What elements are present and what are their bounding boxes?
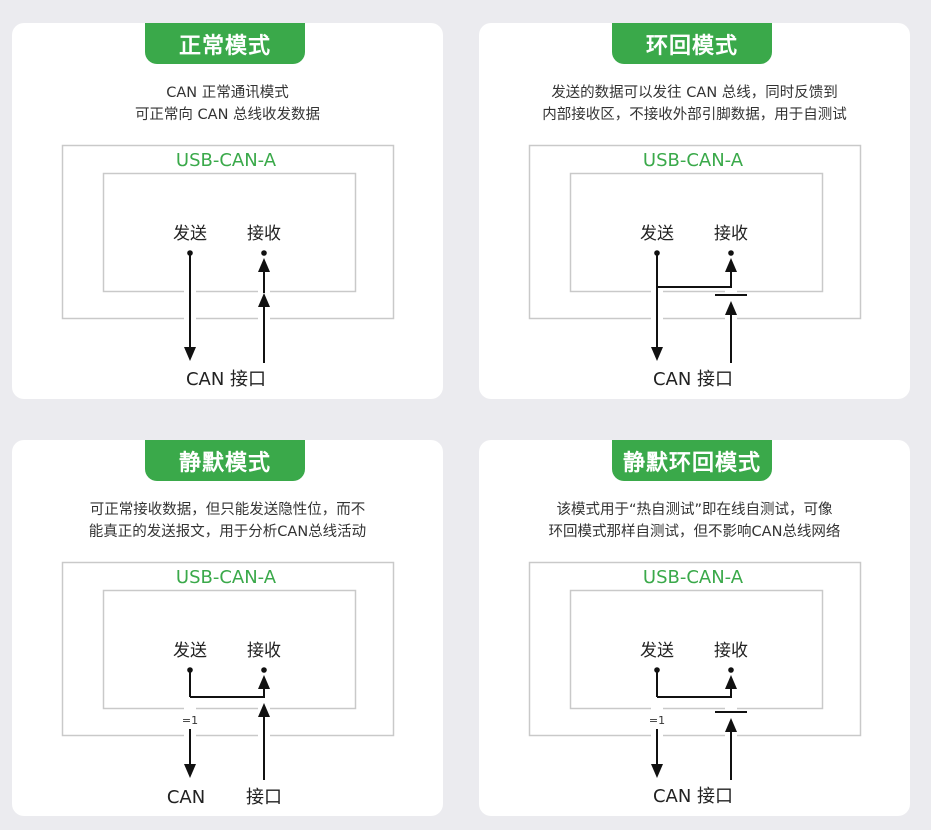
description-line: 该模式用于“热自测试”即在线自测试，可像 [556, 502, 833, 518]
mode-description: 发送的数据可以发往 CAN 总线，同时反馈到内部接收区，不接收外部引脚数据，用于… [479, 82, 910, 126]
receive-node [261, 250, 267, 256]
arrow-down-icon [184, 764, 196, 778]
device-outer-box [61, 144, 395, 320]
device-label: USB-CAN-A [643, 150, 744, 171]
mode-title-badge: 静默环回模式 [612, 440, 772, 481]
description-line: 可正常向 CAN 总线收发数据 [134, 107, 321, 123]
receive-node [728, 667, 734, 673]
receive-label: 接收 [247, 641, 281, 661]
device-inner-box [102, 589, 357, 710]
can-label: CAN [167, 787, 205, 808]
arrow-up-icon [725, 258, 737, 272]
arrow-up-icon [725, 301, 737, 315]
mode-title-badge: 正常模式 [145, 23, 305, 64]
device-inner-box [569, 172, 824, 293]
device-inner-box [102, 172, 357, 293]
device-label: USB-CAN-A [176, 567, 277, 588]
silent-mode-panel: 静默模式 可正常接收数据，但只能发送隐性位，而不能真正的发送报文，用于分析CAN… [12, 440, 443, 816]
arrow-up-icon [725, 718, 737, 732]
receive-node [728, 250, 734, 256]
mode-description: CAN 正常通讯模式可正常向 CAN 总线收发数据 [12, 82, 443, 126]
device-outer-box [61, 561, 395, 737]
arrow-up-icon [258, 703, 270, 717]
arrow-down-icon [651, 764, 663, 778]
loopback-mode-panel: 环回模式 发送的数据可以发往 CAN 总线，同时反馈到内部接收区，不接收外部引脚… [479, 23, 910, 399]
receive-node [261, 667, 267, 673]
arrow-up-icon [258, 258, 270, 272]
send-label: 发送 [173, 224, 207, 244]
can-interface-label: CAN 接口 [653, 786, 733, 807]
device-outer-box [528, 144, 862, 320]
arrow-up-icon [258, 675, 270, 689]
send-label: 发送 [173, 641, 207, 661]
arrow-down-icon [184, 347, 196, 361]
normal-mode-panel: 正常模式 CAN 正常通讯模式可正常向 CAN 总线收发数据 USB-CAN-A… [12, 23, 443, 399]
description-line: 能真正的发送报文，用于分析CAN总线活动 [88, 524, 367, 540]
recessive-gate-label: =1 [182, 714, 198, 727]
arrow-down-icon [651, 347, 663, 361]
receive-label: 接收 [714, 641, 748, 661]
mode-description: 可正常接收数据，但只能发送隐性位，而不能真正的发送报文，用于分析CAN总线活动 [12, 499, 443, 543]
device-outer-box [528, 561, 862, 737]
device-inner-box [569, 589, 824, 710]
description-line: 发送的数据可以发往 CAN 总线，同时反馈到 [551, 85, 838, 101]
mode-description: 该模式用于“热自测试”即在线自测试，可像环回模式那样自测试，但不影响CAN总线网… [479, 499, 910, 543]
device-label: USB-CAN-A [643, 567, 744, 588]
description-line: CAN 正常通讯模式 [166, 85, 289, 101]
description-line: 可正常接收数据，但只能发送隐性位，而不 [89, 502, 366, 518]
recessive-gate-label: =1 [649, 714, 665, 727]
arrow-up-icon [258, 293, 270, 307]
can-interface-label: CAN 接口 [186, 369, 266, 390]
normal-mode-diagram: USB-CAN-A 发送 接收 CAN 接口 [61, 144, 395, 390]
send-label: 发送 [640, 224, 674, 244]
send-label: 发送 [640, 641, 674, 661]
receive-label: 接收 [714, 224, 748, 244]
device-label: USB-CAN-A [176, 150, 277, 171]
mode-title-badge: 环回模式 [612, 23, 772, 64]
interface-label: 接口 [246, 787, 282, 808]
silent-loopback-mode-panel: 静默环回模式 该模式用于“热自测试”即在线自测试，可像环回模式那样自测试，但不影… [479, 440, 910, 816]
description-line: 内部接收区，不接收外部引脚数据，用于自测试 [542, 107, 847, 123]
description-line: 环回模式那样自测试，但不影响CAN总线网络 [548, 524, 841, 540]
loopback-mode-diagram: USB-CAN-A 发送 接收 CAN 接口 [528, 144, 862, 390]
mode-title-badge: 静默模式 [145, 440, 305, 481]
receive-label: 接收 [247, 224, 281, 244]
arrow-up-icon [725, 675, 737, 689]
can-interface-label: CAN 接口 [653, 369, 733, 390]
